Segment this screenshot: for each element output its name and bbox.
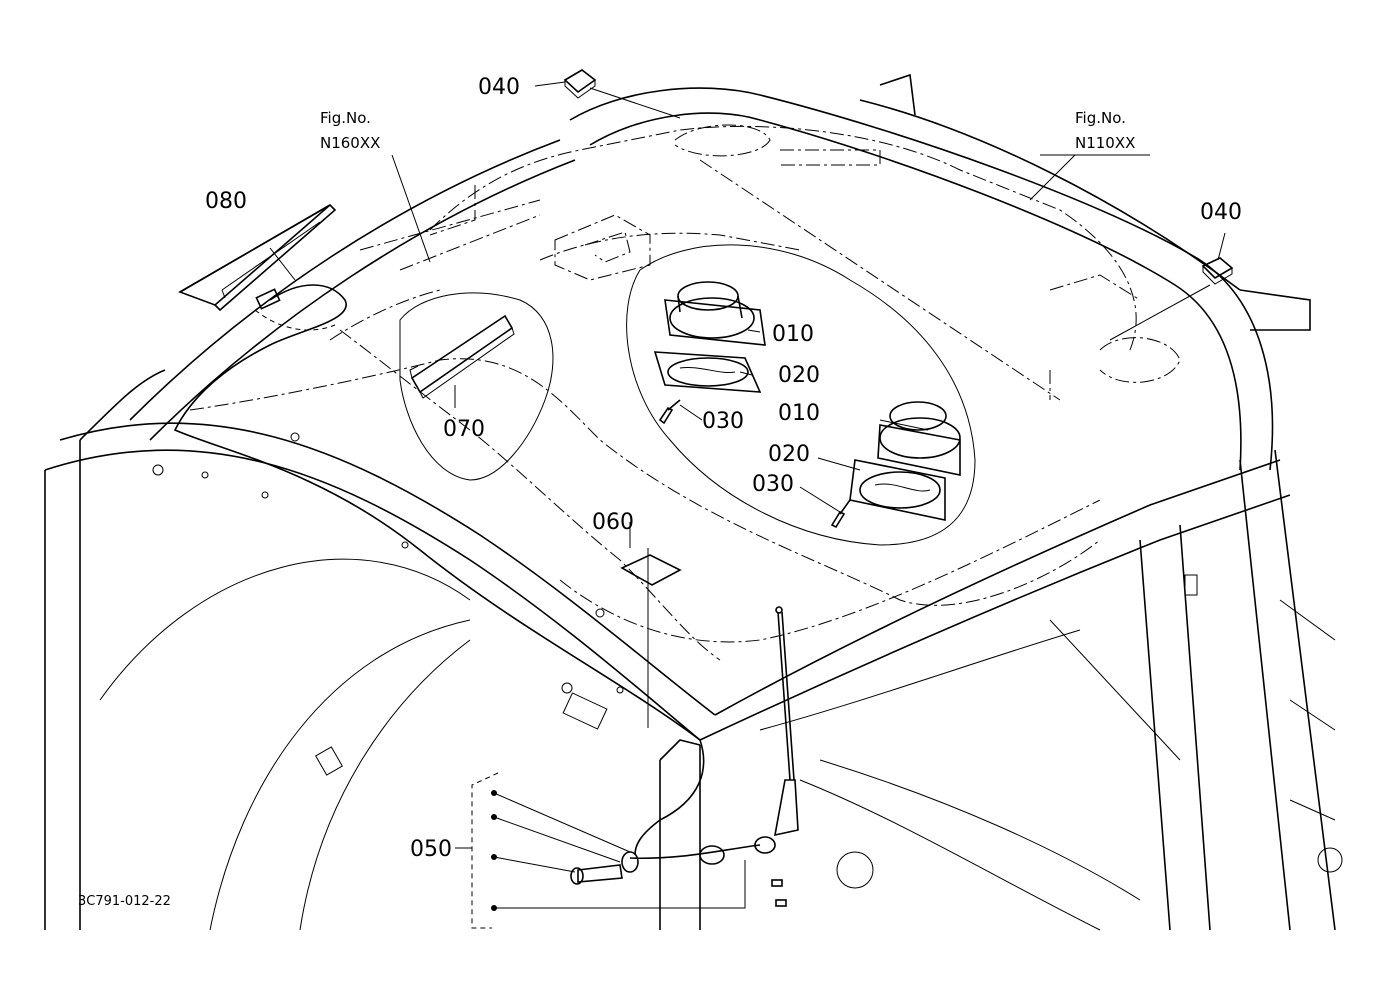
label-020-lower: 020 bbox=[768, 442, 810, 467]
fig-ref-right-line1: Fig.No. bbox=[1075, 109, 1126, 127]
room-lamp-070 bbox=[409, 314, 515, 399]
label-030-upper: 030 bbox=[702, 409, 744, 434]
fig-ref-right-line2: N110XX bbox=[1075, 134, 1135, 152]
pad-060 bbox=[620, 554, 682, 586]
wire-harness bbox=[173, 284, 705, 856]
label-030-lower: 030 bbox=[752, 472, 794, 497]
label-080: 080 bbox=[205, 189, 247, 214]
kit-050-bracket bbox=[455, 772, 746, 929]
clip-040-top bbox=[563, 69, 681, 119]
speaker-010-lower bbox=[877, 401, 961, 476]
label-040-right: 040 bbox=[1200, 200, 1242, 225]
drawing-code: 3C791-012-22 bbox=[78, 894, 171, 909]
antenna bbox=[570, 606, 799, 907]
label-060: 060 bbox=[592, 510, 634, 535]
leader-lines bbox=[269, 81, 1226, 728]
clip-040-right bbox=[1109, 257, 1234, 341]
gasket-020-upper bbox=[653, 351, 762, 393]
fig-ref-left-line2: N160XX bbox=[320, 134, 380, 152]
speaker-group-outline bbox=[626, 244, 976, 546]
cab-frame bbox=[44, 73, 1343, 931]
speaker-010-upper bbox=[664, 281, 766, 346]
lamp-lens-080 bbox=[178, 203, 337, 312]
roof-headliner bbox=[189, 124, 1181, 661]
label-040-top: 040 bbox=[478, 75, 520, 100]
room-lamp-outline bbox=[399, 292, 554, 481]
label-010-upper: 010 bbox=[772, 322, 814, 347]
screw-030-upper bbox=[658, 399, 681, 425]
label-070: 070 bbox=[443, 417, 485, 442]
label-020-upper: 020 bbox=[778, 363, 820, 388]
screw-030-lower bbox=[830, 499, 851, 529]
gasket-020-lower bbox=[849, 459, 946, 521]
fig-ref-left-line1: Fig.No. bbox=[320, 109, 371, 127]
label-050: 050 bbox=[410, 837, 452, 862]
label-010-lower: 010 bbox=[778, 401, 820, 426]
